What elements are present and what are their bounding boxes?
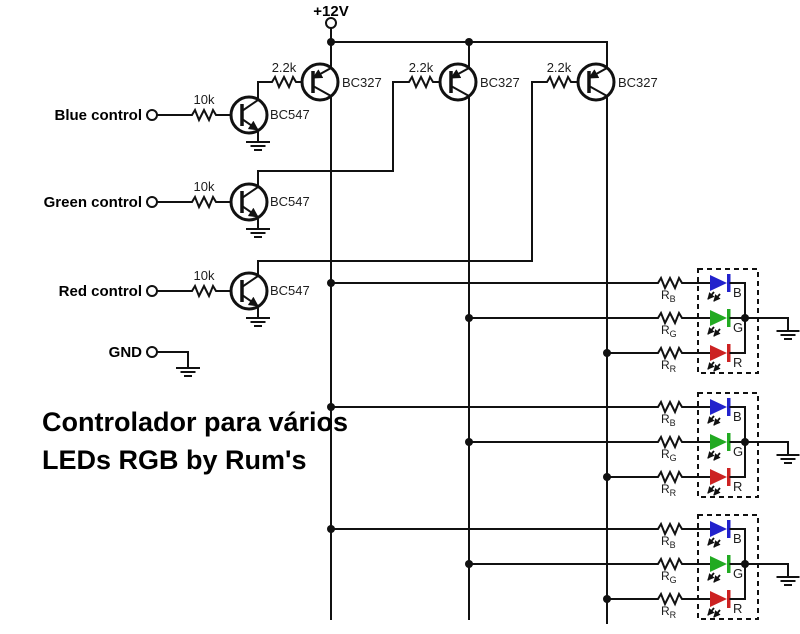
channel-green: Green control 10k BC547 2.2k BC327 <box>44 60 520 238</box>
green-input-terminal <box>146 196 158 208</box>
gnd-label: GND <box>109 344 143 361</box>
title-line2: LEDs RGB by Rum's <box>42 445 306 475</box>
bc327-blue-transistor <box>300 62 340 102</box>
bc327-red-transistor <box>576 62 616 102</box>
led-r-label: R <box>733 479 742 494</box>
resistor-10k-symbol <box>189 107 219 123</box>
channel-blue: Blue control 10k BC547 2.2k BC327 <box>54 60 382 151</box>
resistor-2k2-label: 2.2k <box>409 60 434 75</box>
led-g-label: G <box>733 320 743 335</box>
bc547-label: BC547 <box>270 283 310 298</box>
emitter-ground-icon <box>246 129 270 151</box>
resistor-rb-label: RB <box>661 412 676 428</box>
led-g-label: G <box>733 566 743 581</box>
junction-dot <box>465 38 473 46</box>
led-module-3 <box>327 515 799 619</box>
bc547-red-transistor <box>229 271 269 311</box>
led-module-1-labels: RB RG RR B G R <box>661 285 743 374</box>
resistor-2k2-symbol <box>269 74 299 90</box>
resistor-rg-label: RG <box>661 323 677 339</box>
resistor-2k2-label: 2.2k <box>547 60 572 75</box>
resistor-rg-label: RG <box>661 447 677 463</box>
collector-route-wire <box>257 81 408 188</box>
red-input-terminal <box>146 285 158 297</box>
resistor-2k2-symbol <box>406 74 436 90</box>
led-module-1 <box>327 269 799 373</box>
emitter-ground-icon <box>246 216 270 238</box>
bc327-label: BC327 <box>342 75 382 90</box>
blue-control-label: Blue control <box>54 107 142 124</box>
gnd-ground-icon <box>156 351 200 377</box>
resistor-rg-label: RG <box>661 569 677 585</box>
bc547-label: BC547 <box>270 107 310 122</box>
resistor-10k-label: 10k <box>194 179 215 194</box>
led-r-label: R <box>733 601 742 616</box>
resistor-rb-label: RB <box>661 288 676 304</box>
power-label: +12V <box>313 3 348 20</box>
gnd-terminal <box>146 346 158 358</box>
resistor-2k2-symbol <box>544 74 574 90</box>
bc327-green-transistor <box>438 62 478 102</box>
led-module-2 <box>327 393 799 497</box>
bc327-label: BC327 <box>618 75 658 90</box>
red-control-label: Red control <box>59 283 142 300</box>
junction-dot <box>327 38 335 46</box>
schematic-title: Controlador para vários LEDs RGB by Rum'… <box>42 407 348 475</box>
resistor-rr-label: RR <box>661 604 677 620</box>
resistor-rb-label: RB <box>661 534 676 550</box>
led-b-label: B <box>733 285 742 300</box>
collector-route-wire <box>257 81 271 101</box>
resistor-rr-label: RR <box>661 482 677 498</box>
emitter-ground-icon <box>246 305 270 327</box>
resistor-rr-label: RR <box>661 358 677 374</box>
led-b-label: B <box>733 531 742 546</box>
resistor-10k-label: 10k <box>194 92 215 107</box>
led-module-2-labels: RB RG RR B G R <box>661 409 743 498</box>
bc327-label: BC327 <box>480 75 520 90</box>
power-terminal <box>325 17 337 29</box>
resistor-10k-symbol <box>189 194 219 210</box>
led-b-label: B <box>733 409 742 424</box>
gnd-input: GND <box>109 344 200 377</box>
resistor-10k-symbol <box>189 283 219 299</box>
led-r-label: R <box>733 355 742 370</box>
led-g-label: G <box>733 444 743 459</box>
collector-route-wire <box>257 81 546 277</box>
green-control-label: Green control <box>44 194 142 211</box>
blue-input-terminal <box>146 109 158 121</box>
bc547-green-transistor <box>229 182 269 222</box>
resistor-10k-label: 10k <box>194 268 215 283</box>
led-module-3-labels: RB RG RR B G R <box>661 531 743 620</box>
bc547-label: BC547 <box>270 194 310 209</box>
title-line1: Controlador para vários <box>42 407 348 437</box>
bc547-blue-transistor <box>229 95 269 135</box>
power-rail: +12V <box>313 3 608 69</box>
channel-red: Red control 10k BC547 2.2k BC327 <box>59 60 658 327</box>
resistor-2k2-label: 2.2k <box>272 60 297 75</box>
